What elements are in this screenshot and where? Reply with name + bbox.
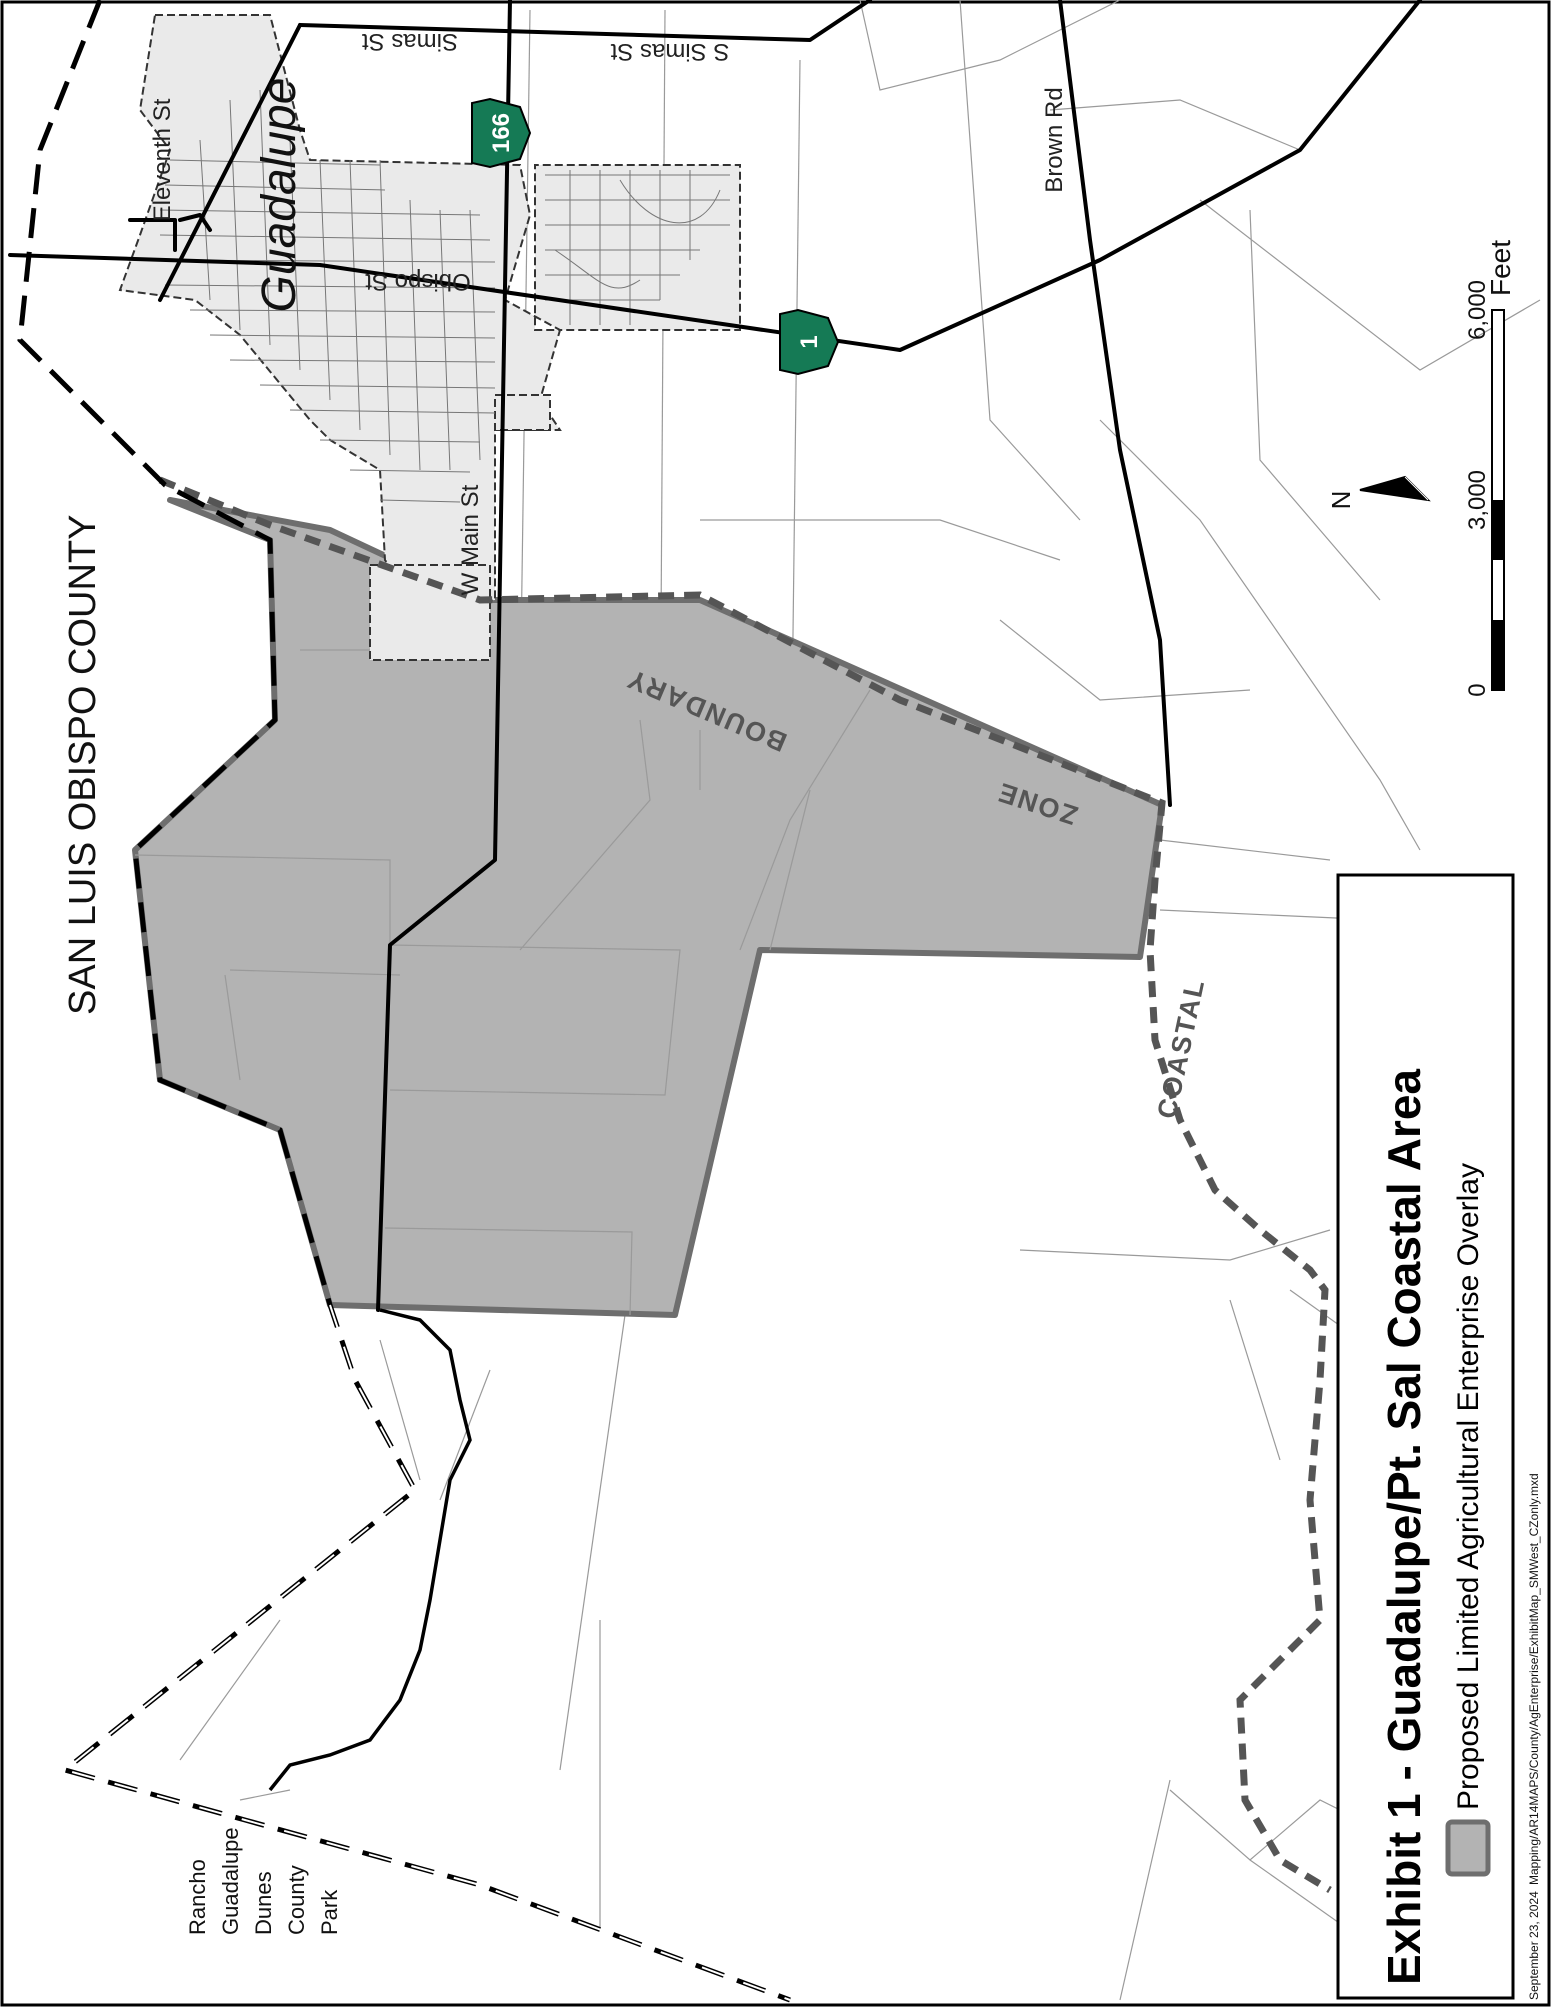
park-label: Rancho Guadalupe Dunes County Park [185,1827,342,1935]
w-main-st-label: W Main St [457,484,484,595]
scale-bar: 0 3,000 6,000 Feet [1464,240,1516,697]
north-arrow: N [1326,475,1431,510]
legend-swatch [1445,1819,1491,1877]
footer-date: September 23, 2024 [1527,1891,1541,2000]
road-labels: Simas St S Simas St Eleventh St Obispo S… [149,28,1068,595]
footer-path: Mapping/AR14MAPS/County/AgEnterprise/Exh… [1527,1473,1541,1885]
obispo-st-label: Obispo St [365,268,471,295]
simas-st-label: Simas St [362,28,458,55]
santa-maria-river [268,1308,472,1792]
roads [8,0,1422,1312]
legend-item-label: Proposed Limited Agricultural Enterprise… [1452,1163,1485,1810]
coastal-zone-boundary [158,476,1332,1894]
legend-title: Exhibit 1 - Guadalupe/Pt. Sal Coastal Ar… [1378,1069,1430,1985]
legend: Exhibit 1 - Guadalupe/Pt. Sal Coastal Ar… [1336,873,1515,2000]
scale-unit: Feet [1485,240,1516,296]
park-label-line-5: Park [317,1889,342,1935]
county-label: SAN LUIS OBISPO COUNTY [62,515,104,1015]
county-line [17,0,791,2003]
north-arrow-label: N [1326,491,1356,510]
scale-tick-3000: 3,000 [1464,470,1491,530]
park-label-line-2: Guadalupe [218,1827,243,1935]
s-simas-st-label: S Simas St [610,38,729,65]
brown-rd-label: Brown Rd [1041,87,1068,192]
scale-tick-0: 0 [1464,683,1491,696]
park-label-line-3: Dunes [251,1871,276,1935]
guadalupe-city-limits [118,14,741,661]
park-label-line-4: County [284,1865,309,1935]
highway-1-shield: 1 [779,308,840,376]
scale-tick-6000: 6,000 [1464,280,1491,340]
highway-1-number: 1 [796,335,823,348]
highway-166-shield: 166 [471,97,532,169]
eleventh-st-label: Eleventh St [149,98,176,221]
highway-166-number: 166 [488,113,515,153]
park-label-line-1: Rancho [185,1859,210,1935]
city-label: Guadalupe [253,78,306,313]
